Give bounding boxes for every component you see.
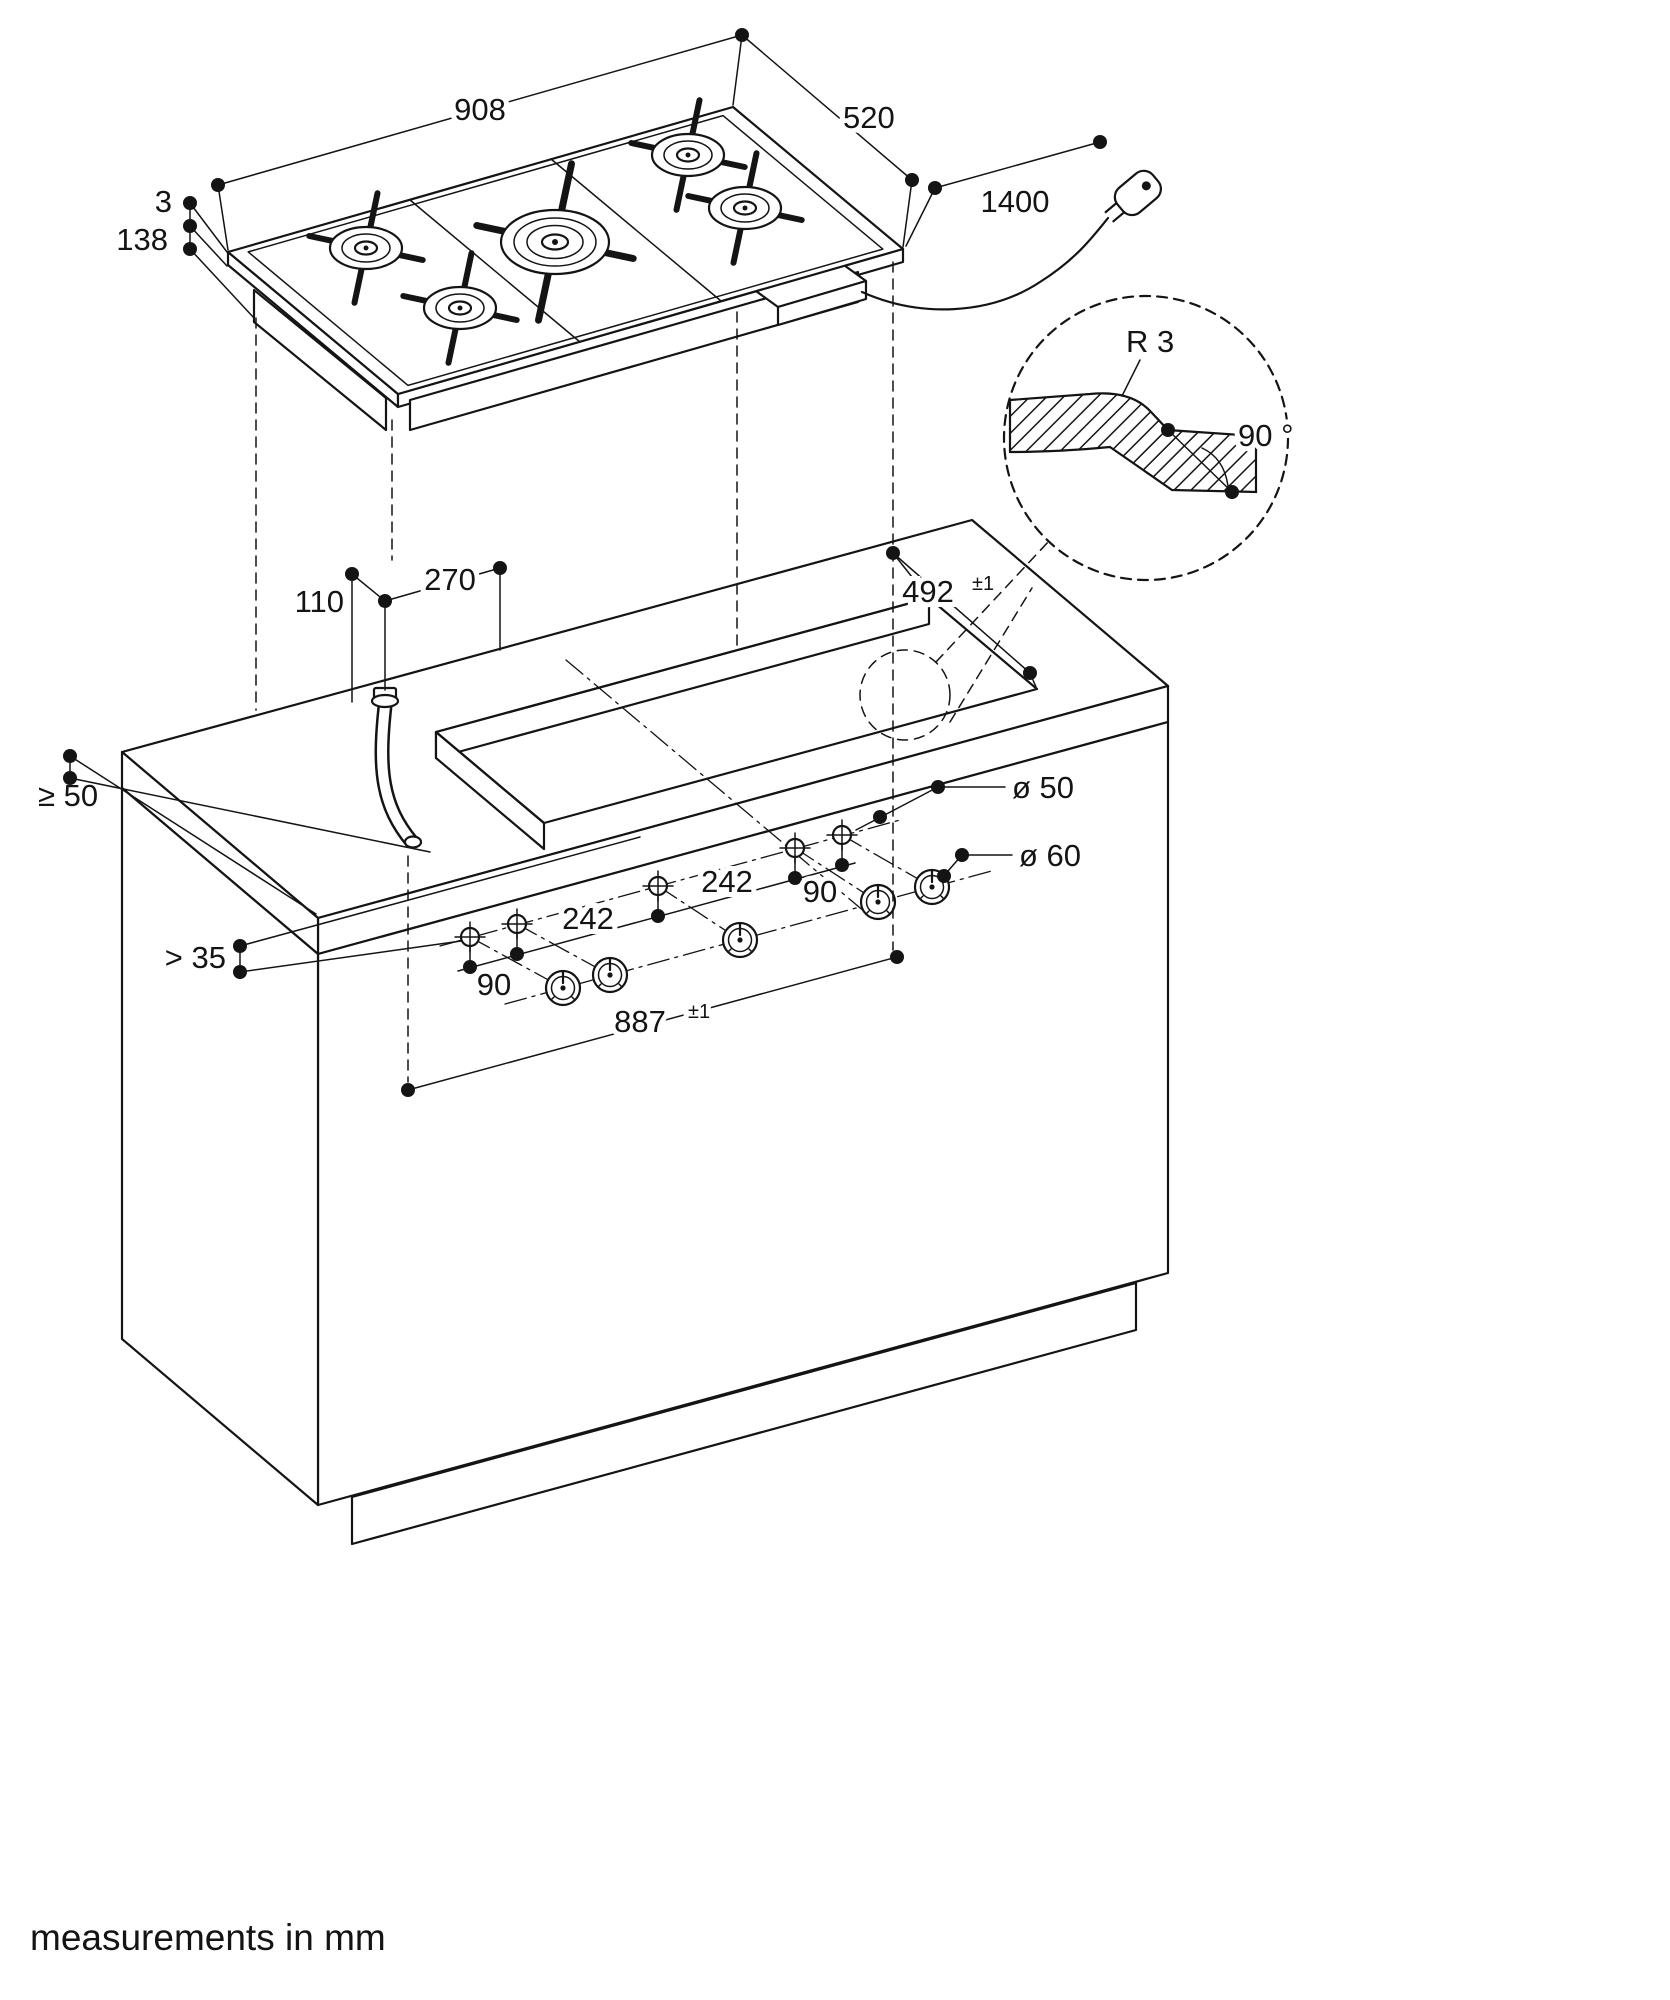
worktop-cutout: [434, 596, 1039, 825]
dim-cutout-width-887: 887 ±1: [401, 855, 904, 1097]
dim-width-908: 908: [211, 28, 749, 251]
measurement-note: measurements in mm: [30, 1917, 386, 1958]
grate-divider: [409, 199, 581, 343]
control-knob: [544, 969, 582, 1007]
dim-depth-520: 520: [741, 34, 919, 248]
dim-front-clearance-50: ≥ 50: [38, 749, 431, 915]
grate-divider: [550, 158, 722, 302]
dim-cord-1400: 1400: [905, 135, 1107, 247]
worktop-edge-profile: [1008, 392, 1258, 494]
dim-front-clearance-label: ≥ 50: [38, 778, 98, 813]
projection-lines: [255, 261, 894, 951]
dim-knob-spacing: 90 242 242 90: [457, 843, 856, 1007]
dim-hole-large-label: ø 60: [1019, 838, 1081, 873]
dim-panel-clearance-label: > 35: [165, 940, 226, 975]
dim-gap-large-right: 242: [701, 864, 753, 899]
dim-cutout-depth-label: 492: [902, 574, 954, 609]
dim-cutout-width-label: 887: [614, 1004, 666, 1039]
plug-body: [1113, 169, 1162, 217]
angle-arc: [1201, 447, 1229, 487]
dim-hole-large-60: ø 60: [937, 838, 1081, 883]
detail-circle: [1002, 294, 1290, 582]
dim-hole-small-label: ø 50: [1012, 770, 1074, 805]
corner-detail: R 3 90 °: [859, 294, 1299, 741]
control-knob: [859, 883, 897, 921]
hose-end: [403, 835, 423, 849]
dim-gap-large-left: 242: [562, 901, 614, 936]
detail-source-circle: [859, 649, 951, 741]
power-plug: [1104, 169, 1162, 223]
dim-plate-label: 3: [155, 184, 172, 219]
dim-height-label: 138: [116, 222, 168, 257]
cabinet-plinth: [350, 1281, 1138, 1546]
dim-gas-setback-label: 270: [424, 562, 476, 597]
dim-panel-clearance-35: > 35: [165, 836, 641, 979]
hose-nut: [370, 693, 400, 709]
dim-angle-label: 90 °: [1238, 418, 1294, 453]
dim-gas-110-270: 110 270: [290, 557, 507, 703]
control-knob: [721, 921, 759, 959]
control-knob: [591, 956, 629, 994]
dim-cord-label: 1400: [981, 184, 1050, 219]
dim-hole-small-50: ø 50: [855, 770, 1074, 831]
dim-gap-small-left: 90: [477, 967, 511, 1002]
cooktop: [226, 100, 905, 432]
power-cord: [860, 169, 1162, 311]
dim-width-label: 908: [454, 92, 506, 127]
cooktop-inner-rim: [247, 114, 884, 387]
dim-depth-label: 520: [843, 100, 895, 135]
dim-radius-label: R 3: [1126, 324, 1174, 359]
dim-gap-small-right: 90: [803, 874, 837, 909]
dim-heights-3-138: 3 138: [116, 184, 255, 319]
dim-cutout-width-tol: ±1: [688, 1001, 710, 1023]
dim-cutout-depth-tol: ±1: [972, 573, 994, 595]
dim-gas-offset-label: 110: [295, 584, 344, 619]
cabinet: [120, 518, 1170, 1546]
dim-cutout-depth-492: 492 ±1: [886, 546, 1037, 688]
radius-leader: [1121, 359, 1141, 397]
